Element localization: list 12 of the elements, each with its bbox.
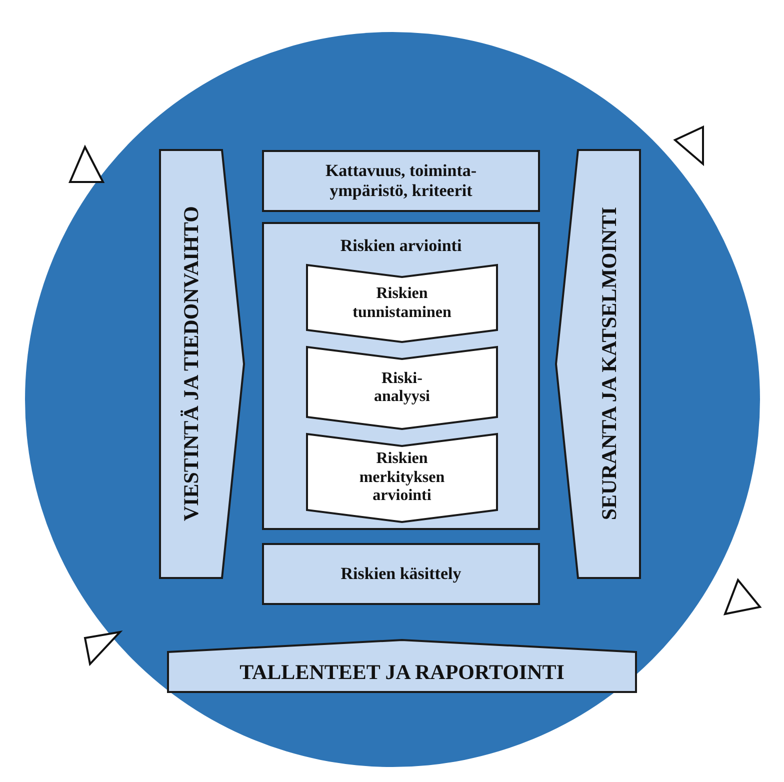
band-label: SEURANTA JA KATSELMOINTI: [596, 207, 622, 521]
box-label: Riskien käsittely: [340, 564, 462, 584]
band-label: TALLENTEET JA RAPORTOINTI: [240, 660, 564, 684]
box-label: Riskien tunnistaminen: [352, 285, 452, 322]
process-box: [262, 543, 540, 605]
box-label: Kattavuus, toiminta- ympäristö, kriteerit: [324, 161, 478, 201]
process-box: [262, 150, 540, 212]
box-label: Riski- analyysi: [372, 370, 431, 406]
process-box: [262, 222, 540, 530]
section-heading: Riskien arviointi: [340, 236, 462, 256]
box-label: Riskien merkityksen arviointi: [358, 450, 446, 506]
band-label: VIESTINTÄ JA TIEDONVAIHTO: [178, 206, 204, 522]
